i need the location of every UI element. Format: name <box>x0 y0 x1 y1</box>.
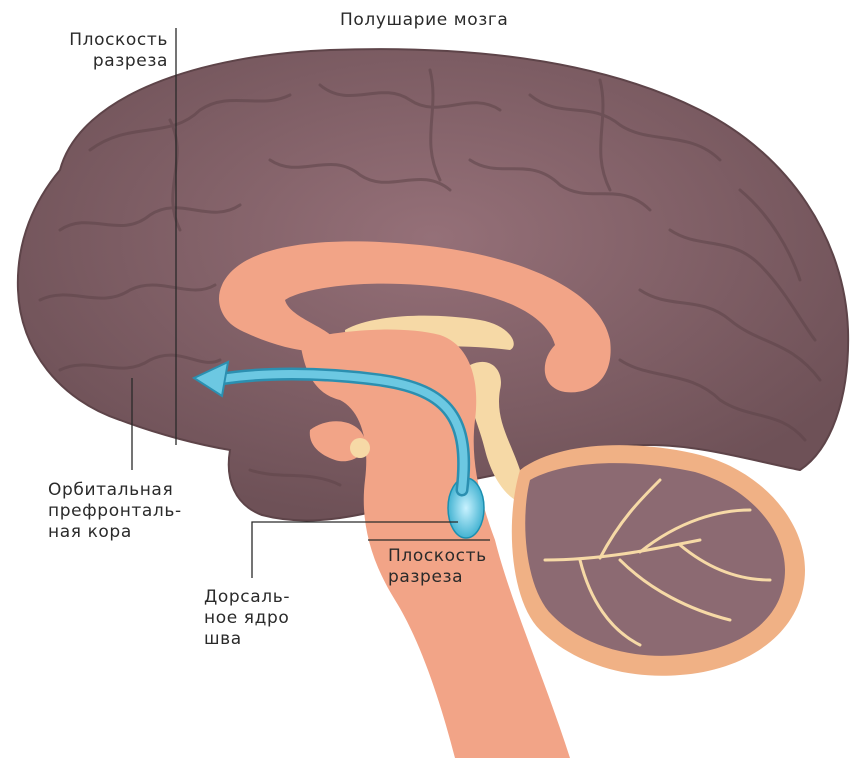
label-cut-plane-top: Плоскость разреза <box>56 30 168 72</box>
label-hemisphere-text: Полушарие мозга <box>340 10 508 31</box>
label-cut-plane-bottom-line1: Плоскость <box>388 546 487 567</box>
label-raphe-nucleus-line1: Дорсаль- <box>204 587 290 608</box>
label-orbital-cortex-line3: ная кора <box>48 522 182 543</box>
label-cut-plane-bottom-line2: разреза <box>388 567 487 588</box>
label-cut-plane-top-line2: разреза <box>56 51 168 72</box>
label-orbital-cortex-line1: Орбитальная <box>48 480 182 501</box>
label-cut-plane-top-line1: Плоскость <box>56 30 168 51</box>
label-raphe-nucleus: Дорсаль- ное ядро шва <box>204 587 290 650</box>
label-orbital-cortex: Орбитальная префронталь- ная кора <box>48 480 182 543</box>
label-orbital-cortex-line2: префронталь- <box>48 501 182 522</box>
label-hemisphere: Полушарие мозга <box>340 10 508 31</box>
label-cut-plane-bottom: Плоскость разреза <box>388 546 487 588</box>
label-raphe-nucleus-line2: ное ядро <box>204 608 290 629</box>
label-raphe-nucleus-line3: шва <box>204 629 290 650</box>
mammillary-body <box>350 438 370 458</box>
